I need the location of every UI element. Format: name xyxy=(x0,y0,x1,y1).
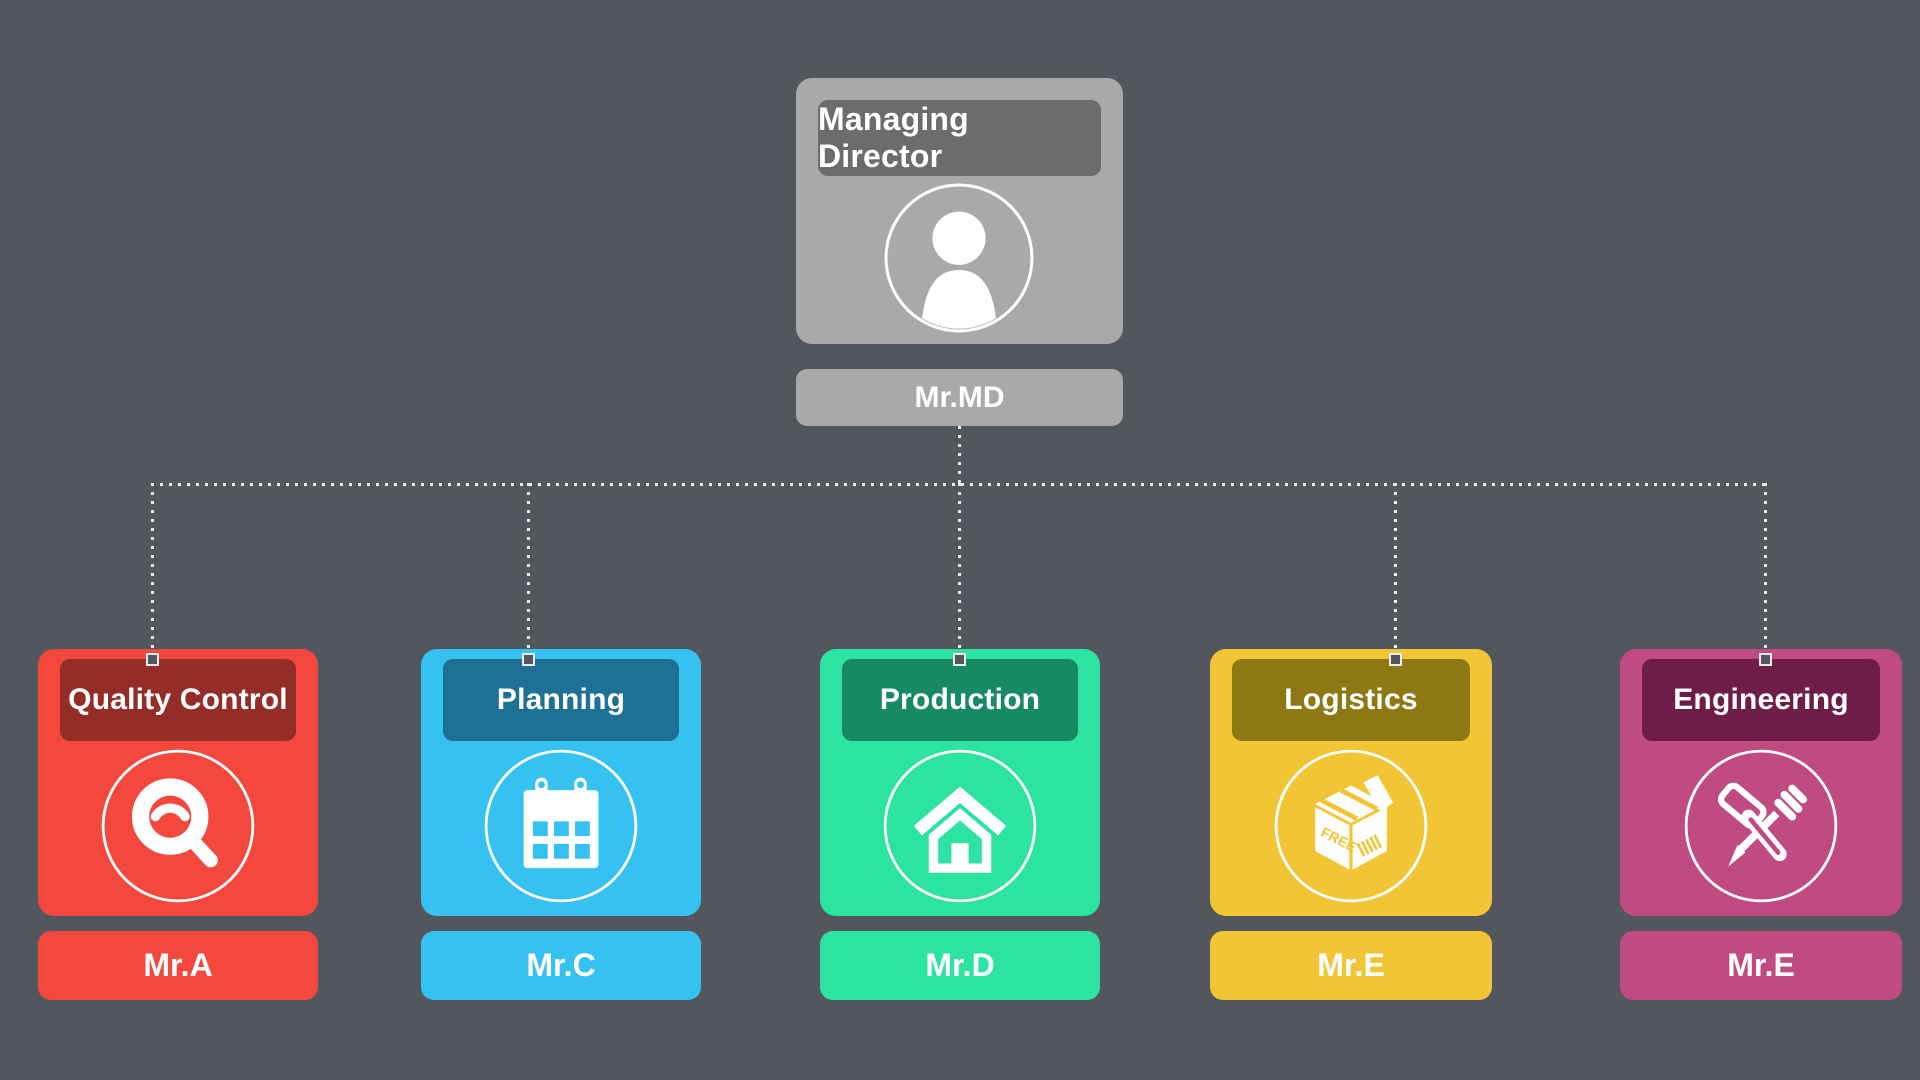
node-title-engineering: Engineering xyxy=(1642,659,1880,741)
tools-icon xyxy=(1684,749,1838,903)
node-logistics[interactable]: Logistics FREE xyxy=(1210,649,1492,916)
magnifier-icon xyxy=(101,749,255,903)
person-icon xyxy=(884,183,1034,333)
connector-port-production xyxy=(953,653,966,666)
name-badge-logistics[interactable]: Mr.E xyxy=(1210,931,1492,1000)
connector-port-planning xyxy=(522,653,535,666)
dept-icon-wrap: FREE xyxy=(1273,748,1429,904)
dept-icon-wrap xyxy=(483,748,639,904)
node-title-logistics: Logistics xyxy=(1232,659,1470,741)
node-title-managing-director: Managing Director xyxy=(818,100,1101,176)
node-managing-director[interactable]: Managing Director xyxy=(796,78,1123,344)
connector-root-stem xyxy=(958,426,961,484)
connector-drop-production xyxy=(958,483,961,653)
connector-drop-quality-control xyxy=(151,483,154,653)
dept-icon-wrap xyxy=(882,748,1038,904)
calendar-icon xyxy=(484,749,638,903)
connector-drop-logistics xyxy=(1394,483,1397,653)
dept-icon-wrap xyxy=(100,748,256,904)
package-icon: FREE xyxy=(1274,749,1428,903)
house-icon xyxy=(883,749,1037,903)
dept-icon-wrap xyxy=(1683,748,1839,904)
node-title-production: Production xyxy=(842,659,1078,741)
name-badge-planning[interactable]: Mr.C xyxy=(421,931,701,1000)
connector-drop-planning xyxy=(527,483,530,653)
node-quality-control[interactable]: Quality Control xyxy=(38,649,318,916)
node-title-planning: Planning xyxy=(443,659,679,741)
name-badge-engineering[interactable]: Mr.E xyxy=(1620,931,1902,1000)
name-badge-managing-director[interactable]: Mr.MD xyxy=(796,369,1123,426)
node-title-quality-control: Quality Control xyxy=(60,659,296,741)
name-badge-quality-control[interactable]: Mr.A xyxy=(38,931,318,1000)
node-production[interactable]: Production xyxy=(820,649,1100,916)
name-badge-production[interactable]: Mr.D xyxy=(820,931,1100,1000)
connector-drop-engineering xyxy=(1764,483,1767,653)
node-engineering[interactable]: Engineering xyxy=(1620,649,1902,916)
avatar xyxy=(883,182,1035,334)
connector-port-quality-control xyxy=(146,653,159,666)
connector-port-logistics xyxy=(1389,653,1402,666)
node-planning[interactable]: Planning xyxy=(421,649,701,916)
connector-port-engineering xyxy=(1759,653,1772,666)
